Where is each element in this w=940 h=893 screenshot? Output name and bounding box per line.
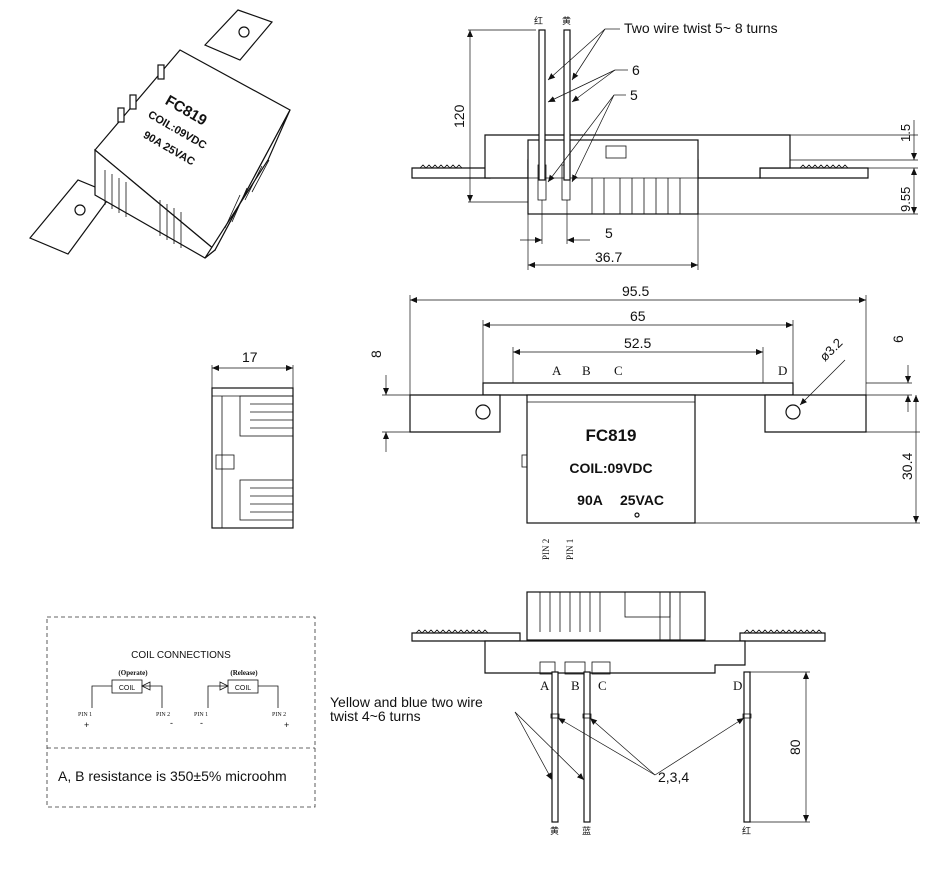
top-wire-yellow-label: 黄 xyxy=(562,15,571,26)
iso-terminal-back xyxy=(203,9,274,61)
bottom-wire-red: 红 xyxy=(742,825,751,836)
bottom-terminal-left xyxy=(411,632,521,642)
coil-release-label: (Release) xyxy=(230,669,258,677)
front-pin-a: A xyxy=(552,363,562,378)
dim-36-7: 36.7 xyxy=(595,249,622,265)
front-pin-d: D xyxy=(778,363,787,378)
resistance-note: A, B resistance is 350±5% microohm xyxy=(58,768,287,784)
coil-pin2-right: PIN 2 xyxy=(272,712,286,718)
bottom-twist-note-1: Yellow and blue two wire xyxy=(330,694,483,710)
front-view: 95.5 65 52.5 FC819 COIL:09VDC 90A 25VAC … xyxy=(368,283,920,560)
coil-minus-right: - xyxy=(200,718,203,728)
coil-label-right: COIL xyxy=(235,685,251,692)
top-body xyxy=(527,139,699,215)
top-terminal-right xyxy=(759,167,869,179)
coil-pin1-right: PIN 1 xyxy=(194,712,208,718)
dim-1-5: 1.5 xyxy=(898,124,913,142)
isometric-view: FC819 COIL:09VDC 90A 25VAC xyxy=(29,9,291,259)
front-body xyxy=(526,394,696,524)
front-model-label: FC819 xyxy=(585,426,636,445)
dim-8: 8 xyxy=(368,350,384,358)
coil-operate-label: (Operate) xyxy=(118,669,148,677)
iso-body-top xyxy=(94,49,291,251)
coil-connections-box: COIL CONNECTIONS (Operate) COIL PIN 1 PI… xyxy=(46,616,316,808)
coil-minus-left: - xyxy=(170,718,173,728)
coil-label-left: COIL xyxy=(119,685,135,692)
dim-17: 17 xyxy=(242,349,258,365)
top-twist-note: Two wire twist 5~ 8 turns xyxy=(624,20,778,36)
front-coil-label: COIL:09VDC xyxy=(569,460,652,476)
bottom-view: A B C D 黄 蓝 红 Yellow and blue two wire t… xyxy=(330,591,826,836)
front-terminal-right xyxy=(764,394,867,433)
bottom-body xyxy=(526,591,706,641)
coil-plus-left: + xyxy=(84,720,89,730)
top-terminal-left xyxy=(411,167,491,179)
front-pin2: PIN 2 xyxy=(541,539,551,560)
dim-80: 80 xyxy=(787,739,803,755)
dim-6: 6 xyxy=(890,335,906,343)
dim-30-4: 30.4 xyxy=(899,453,915,480)
coil-plus-right: + xyxy=(284,720,289,730)
dim-52-5: 52.5 xyxy=(624,335,651,351)
bottom-wire-yellow: 黄 xyxy=(550,825,559,836)
bottom-pin-c: C xyxy=(598,678,607,693)
coil-pin2-left: PIN 2 xyxy=(156,712,170,718)
bottom-twist-note-2: twist 4~6 turns xyxy=(330,708,421,724)
bottom-pin-b: B xyxy=(571,678,580,693)
side-view: 17 xyxy=(211,349,294,529)
top-view: 红 黄 Two wire twist 5~ 8 turns 6 5 120 1.… xyxy=(411,15,918,270)
dim-95-5: 95.5 xyxy=(622,283,649,299)
front-pin-b: B xyxy=(582,363,591,378)
top-label-5: 5 xyxy=(630,87,638,103)
dim-hole: ø3.2 xyxy=(817,335,846,364)
dim-120: 120 xyxy=(451,104,467,128)
bottom-label-234: 2,3,4 xyxy=(658,769,689,785)
dim-9-55: 9.55 xyxy=(898,187,913,212)
bottom-pin-a: A xyxy=(540,678,550,693)
front-terminal-left xyxy=(409,394,501,433)
side-body xyxy=(211,387,294,529)
top-wire-red-label: 红 xyxy=(534,15,543,26)
front-rating-v: 25VAC xyxy=(620,492,664,508)
bottom-terminal-right xyxy=(739,632,826,642)
dim-65: 65 xyxy=(630,308,646,324)
bottom-pin-d: D xyxy=(733,678,742,693)
coil-pin1-left: PIN 1 xyxy=(78,712,92,718)
bottom-wire-blue: 蓝 xyxy=(582,825,591,836)
coil-box-title: COIL CONNECTIONS xyxy=(131,650,231,661)
dim-5: 5 xyxy=(605,225,613,241)
top-label-6: 6 xyxy=(632,62,640,78)
front-pin-c: C xyxy=(614,363,623,378)
front-pin1: PIN 1 xyxy=(565,539,575,560)
front-rating-a: 90A xyxy=(577,492,603,508)
